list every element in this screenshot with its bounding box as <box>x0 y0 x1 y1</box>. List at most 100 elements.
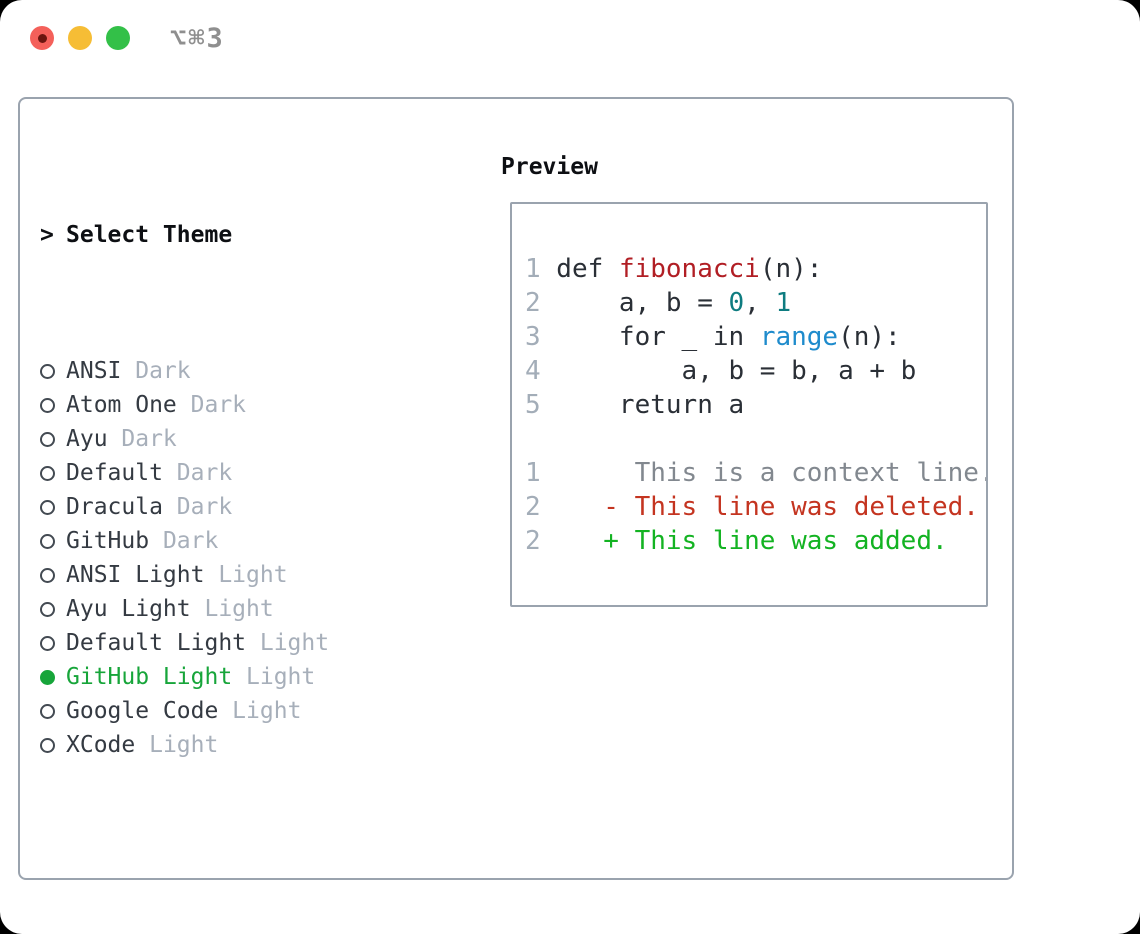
theme-option[interactable]: Google Code Light <box>40 694 428 728</box>
code-token-add: + This line was added. <box>540 526 948 556</box>
marker-cell <box>40 635 66 651</box>
line-number: 3 <box>525 322 541 352</box>
code-token-pln: def <box>540 254 619 284</box>
code-token-num: 0 <box>728 288 745 318</box>
option-label: Atom One <box>66 392 177 418</box>
option-variant-label: Light <box>246 630 330 656</box>
radio-selected-icon <box>40 669 55 685</box>
code-line: 1 This is a context line. <box>525 456 986 490</box>
marker-cell <box>40 499 66 515</box>
theme-option[interactable]: ANSI Dark <box>40 354 428 388</box>
code-line: 3 for _ in range(n): <box>525 320 986 354</box>
line-number: 1 <box>525 458 541 488</box>
marker-cell <box>40 465 66 481</box>
option-label: ANSI <box>66 358 122 384</box>
minimize-button[interactable] <box>68 26 92 50</box>
code-line <box>525 422 986 456</box>
theme-option[interactable]: Dracula Dark <box>40 490 428 524</box>
code-token-pln: , <box>744 288 776 318</box>
maximize-button[interactable] <box>106 26 130 50</box>
option-variant-label: Dark <box>162 494 233 520</box>
marker-cell <box>40 703 66 719</box>
radio-icon <box>40 703 55 719</box>
window-titlebar: ⌥⌘3 <box>0 0 1140 76</box>
line-number: 2 <box>525 288 541 318</box>
select-theme-title: Select Theme <box>66 222 233 248</box>
code-token-del: - This line was deleted. <box>540 492 979 522</box>
radio-icon <box>40 465 55 481</box>
close-button-dot-icon <box>37 33 47 43</box>
marker-cell <box>40 567 66 583</box>
option-label: XCode <box>66 732 136 758</box>
marker-cell <box>40 669 66 685</box>
option-label: Ayu Light <box>66 596 191 622</box>
theme-option[interactable]: GitHub Light Light <box>40 660 428 694</box>
option-label: Dracula <box>66 494 163 520</box>
code-token-pln: return a <box>540 390 745 420</box>
option-variant-label: Dark <box>107 426 177 452</box>
radio-icon <box>40 737 55 753</box>
theme-option[interactable]: XCode Light <box>40 728 428 762</box>
radio-icon <box>40 499 55 515</box>
code-token-pln: a, b = <box>540 288 729 318</box>
window-title: ⌥⌘3 <box>170 22 225 54</box>
radio-icon <box>40 397 55 413</box>
theme-option[interactable]: Ayu Dark <box>40 422 428 456</box>
line-number: 5 <box>525 390 541 420</box>
option-label: ANSI Light <box>66 562 205 588</box>
radio-icon <box>40 363 55 379</box>
option-variant-label: Dark <box>162 460 233 486</box>
option-label: Default Light <box>66 630 247 656</box>
close-button[interactable] <box>30 26 54 50</box>
option-variant-label: Dark <box>121 358 191 384</box>
radio-icon <box>40 533 55 549</box>
code-token-pln: a, b = b, a + b <box>540 356 917 386</box>
option-variant-label: Dark <box>149 528 219 554</box>
option-label: GitHub <box>66 528 150 554</box>
marker-cell <box>40 533 66 549</box>
theme-option[interactable]: GitHub Dark <box>40 524 428 558</box>
preview-title: Preview <box>501 154 598 180</box>
theme-option[interactable]: ANSI Light Light <box>40 558 428 592</box>
theme-option[interactable]: Atom One Dark <box>40 388 428 422</box>
option-variant-label: Light <box>135 732 219 758</box>
marker-cell <box>40 737 66 753</box>
marker-cell <box>40 431 66 447</box>
preview-pane: Preview 1 def fibonacci(n):2 a, b = 0, 1… <box>501 150 988 607</box>
theme-option[interactable]: Default Light Light <box>40 626 428 660</box>
select-theme-header: > Select Theme <box>40 218 428 252</box>
code-token-fn: fibonacci <box>618 254 760 284</box>
radio-icon <box>40 567 55 583</box>
option-variant-label: Light <box>218 698 302 724</box>
option-variant-label: Light <box>204 562 288 588</box>
selection-cursor-icon: > <box>40 222 54 248</box>
code-line: 2 a, b = 0, 1 <box>525 286 986 320</box>
option-label: Google Code <box>66 698 219 724</box>
theme-option[interactable]: Default Dark <box>40 456 428 490</box>
option-variant-label: Light <box>190 596 274 622</box>
code-line: 1 def fibonacci(n): <box>525 252 986 286</box>
option-variant-label: Dark <box>176 392 247 418</box>
radio-icon <box>40 601 55 617</box>
radio-icon <box>40 635 55 651</box>
line-number: 1 <box>525 254 541 284</box>
code-line: 2 - This line was deleted. <box>525 490 986 524</box>
option-label: Default <box>66 460 163 486</box>
option-variant-label: Light <box>232 664 316 690</box>
option-label: GitHub Light <box>66 664 233 690</box>
code-token-pln: (n): <box>759 254 823 284</box>
line-number: 4 <box>525 356 541 386</box>
marker-cell <box>40 601 66 617</box>
line-number: 2 <box>525 526 541 556</box>
spacer <box>40 864 428 898</box>
code-line: 4 a, b = b, a + b <box>525 354 986 388</box>
theme-option[interactable]: Ayu Light Light <box>40 592 428 626</box>
marker-cell <box>40 397 66 413</box>
code-line: 5 return a <box>525 388 986 422</box>
line-number: 2 <box>525 492 541 522</box>
code-token-pln: (n): <box>838 322 901 352</box>
